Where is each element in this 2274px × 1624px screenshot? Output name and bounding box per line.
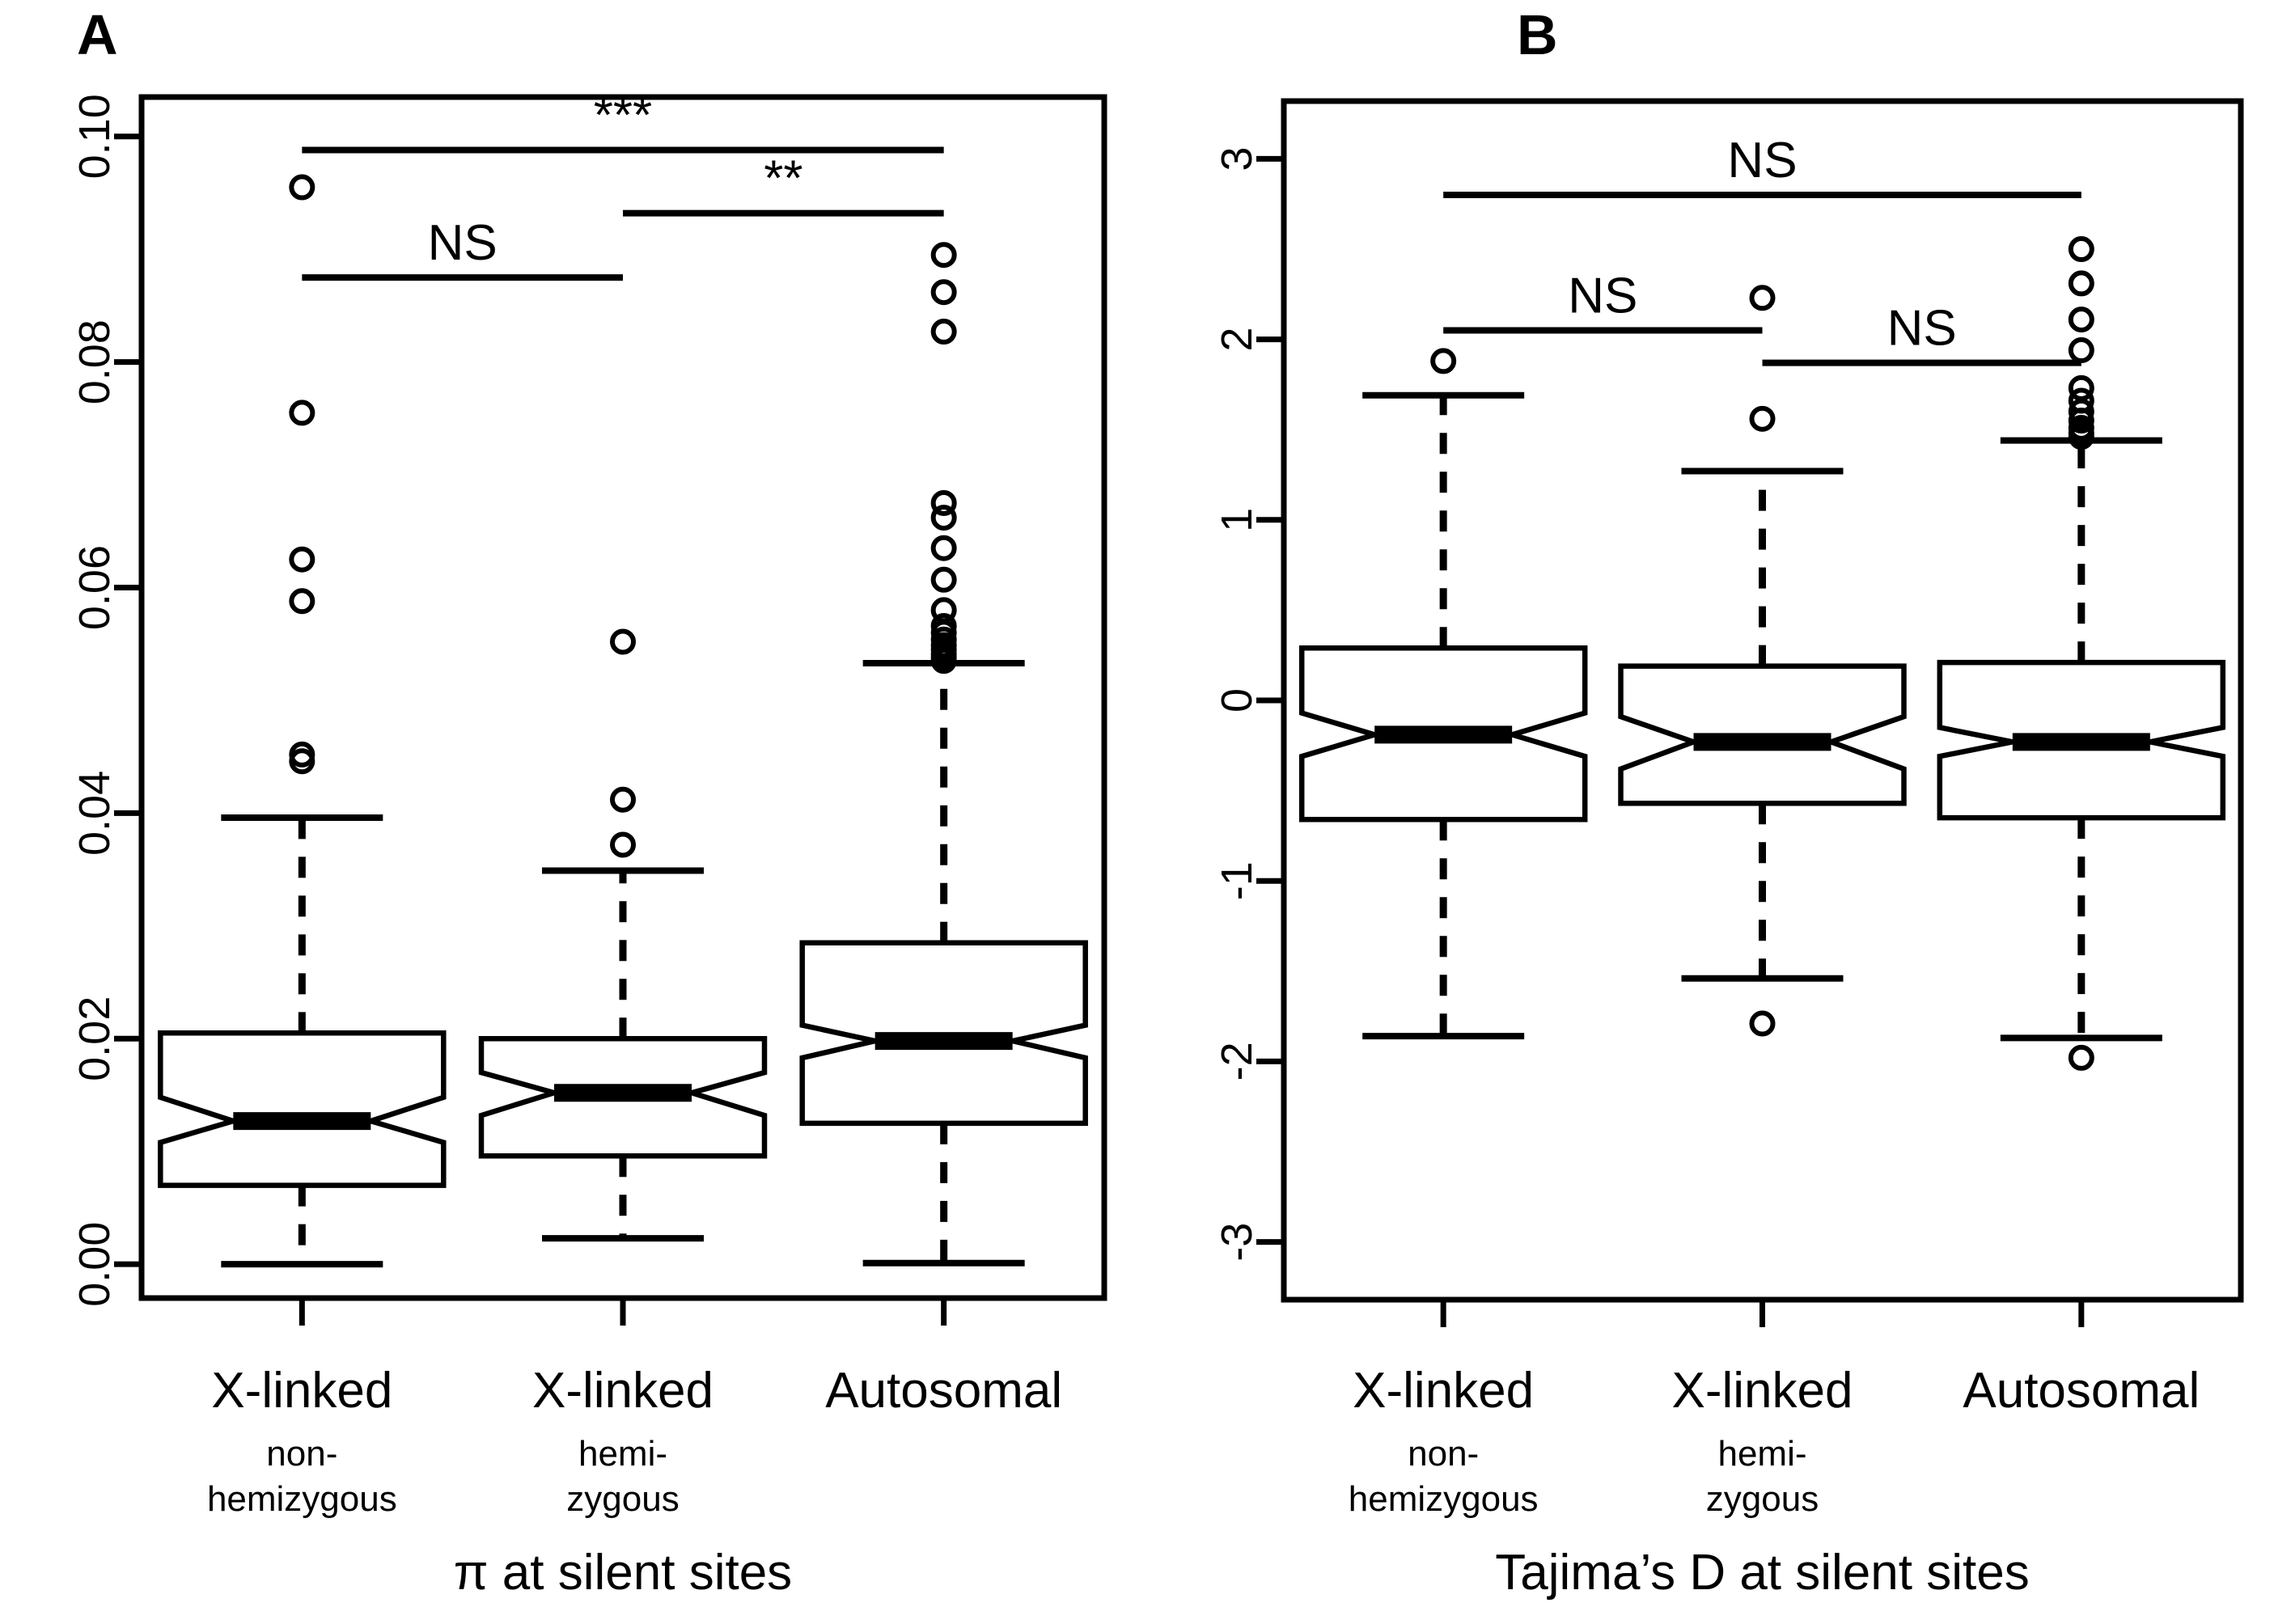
axis-title: Tajima’s D at silent sites: [1495, 1545, 2029, 1601]
boxplot-group: [1618, 285, 1907, 1037]
group-label: X-linked: [1353, 1363, 1534, 1419]
boxplot-group: [478, 628, 768, 1242]
outlier-point: [289, 400, 315, 426]
boxplot-group: [158, 174, 447, 1268]
group-sublabel-2: zygous: [566, 1479, 679, 1519]
outlier-point: [1749, 1010, 1776, 1037]
outlier-point: [2068, 337, 2094, 364]
outlier-point: [289, 546, 315, 573]
outlier-point: [1749, 285, 1776, 311]
significance-label: NS: [1887, 301, 1957, 357]
group-sublabel-1: hemi-: [1717, 1434, 1806, 1474]
outlier-point: [930, 505, 957, 531]
group-label: X-linked: [1672, 1363, 1853, 1419]
outlier-point: [930, 242, 957, 269]
axis-title: π at silent sites: [454, 1545, 792, 1601]
outlier-point: [930, 535, 957, 561]
y-axis-tick-label: -3: [1213, 1223, 1261, 1262]
boxplot-group: [1937, 236, 2226, 1071]
outlier-point: [2068, 424, 2094, 450]
outlier-point: [930, 648, 957, 675]
y-axis-tick-label: 0.00: [70, 1222, 119, 1307]
outlier-point: [1749, 405, 1776, 432]
y-axis-tick-label: 0.06: [70, 545, 119, 630]
outlier-point: [2068, 1044, 2094, 1071]
outlier-point: [930, 489, 957, 516]
box-notched: [158, 1030, 447, 1188]
y-axis-tick-label: 0.02: [70, 996, 119, 1081]
group-label: Autosomal: [825, 1363, 1062, 1419]
group-label: Autosomal: [1963, 1363, 2200, 1419]
y-axis-tick-label: 0: [1213, 688, 1261, 713]
outlier-point: [930, 566, 957, 593]
outlier-point: [2068, 236, 2094, 263]
y-axis-tick-label: 1: [1213, 508, 1261, 532]
group-sublabel-2: hemizygous: [207, 1479, 397, 1519]
outlier-point: [1430, 348, 1457, 374]
group-sublabel-2: zygous: [1706, 1479, 1819, 1519]
outlier-point: [289, 174, 315, 201]
boxplot-group: [799, 242, 1088, 1267]
panel-b-plot: -3 -2 -1 0 1 2 3X-linked non-hemizygous X-linked…: [1213, 98, 2244, 1601]
significance-label: NS: [1568, 268, 1637, 324]
y-axis-tick-label: -1: [1213, 861, 1261, 900]
y-axis-tick-label: 2: [1213, 328, 1261, 352]
outlier-point: [610, 786, 636, 813]
panel-a-letter: A: [77, 3, 118, 66]
outlier-point: [2068, 307, 2094, 333]
panel-b-letter: B: [1517, 3, 1558, 66]
group-label: X-linked: [532, 1363, 714, 1419]
y-axis-tick-label: -2: [1213, 1042, 1261, 1081]
significance-label: **: [764, 151, 802, 207]
y-axis-tick-label: 0.08: [70, 319, 119, 404]
significance-label: NS: [1727, 133, 1797, 188]
outlier-point: [610, 628, 636, 655]
panel-a-plot: 0.00 0.02 0.04 0.06 0.08 0.10X-linked non-hemi…: [70, 88, 1107, 1601]
outlier-point: [2068, 270, 2094, 297]
significance-label: NS: [428, 215, 498, 271]
group-sublabel-1: non-: [266, 1434, 337, 1474]
group-label: X-linked: [211, 1363, 392, 1419]
y-axis-tick-label: 0.10: [70, 94, 119, 179]
y-axis-tick-label: 3: [1213, 146, 1261, 171]
outlier-point: [289, 748, 315, 775]
outlier-point: [930, 319, 957, 345]
y-axis-tick-label: 0.04: [70, 771, 119, 856]
outlier-point: [289, 588, 315, 615]
outlier-point: [930, 279, 957, 306]
outlier-point: [2068, 374, 2094, 401]
outlier-point: [610, 831, 636, 858]
group-sublabel-2: hemizygous: [1349, 1479, 1539, 1519]
group-sublabel-1: non-: [1408, 1434, 1479, 1474]
boxplot-group: [1298, 348, 1588, 1040]
group-sublabel-1: hemi-: [578, 1434, 667, 1474]
significance-label: ***: [594, 88, 652, 144]
